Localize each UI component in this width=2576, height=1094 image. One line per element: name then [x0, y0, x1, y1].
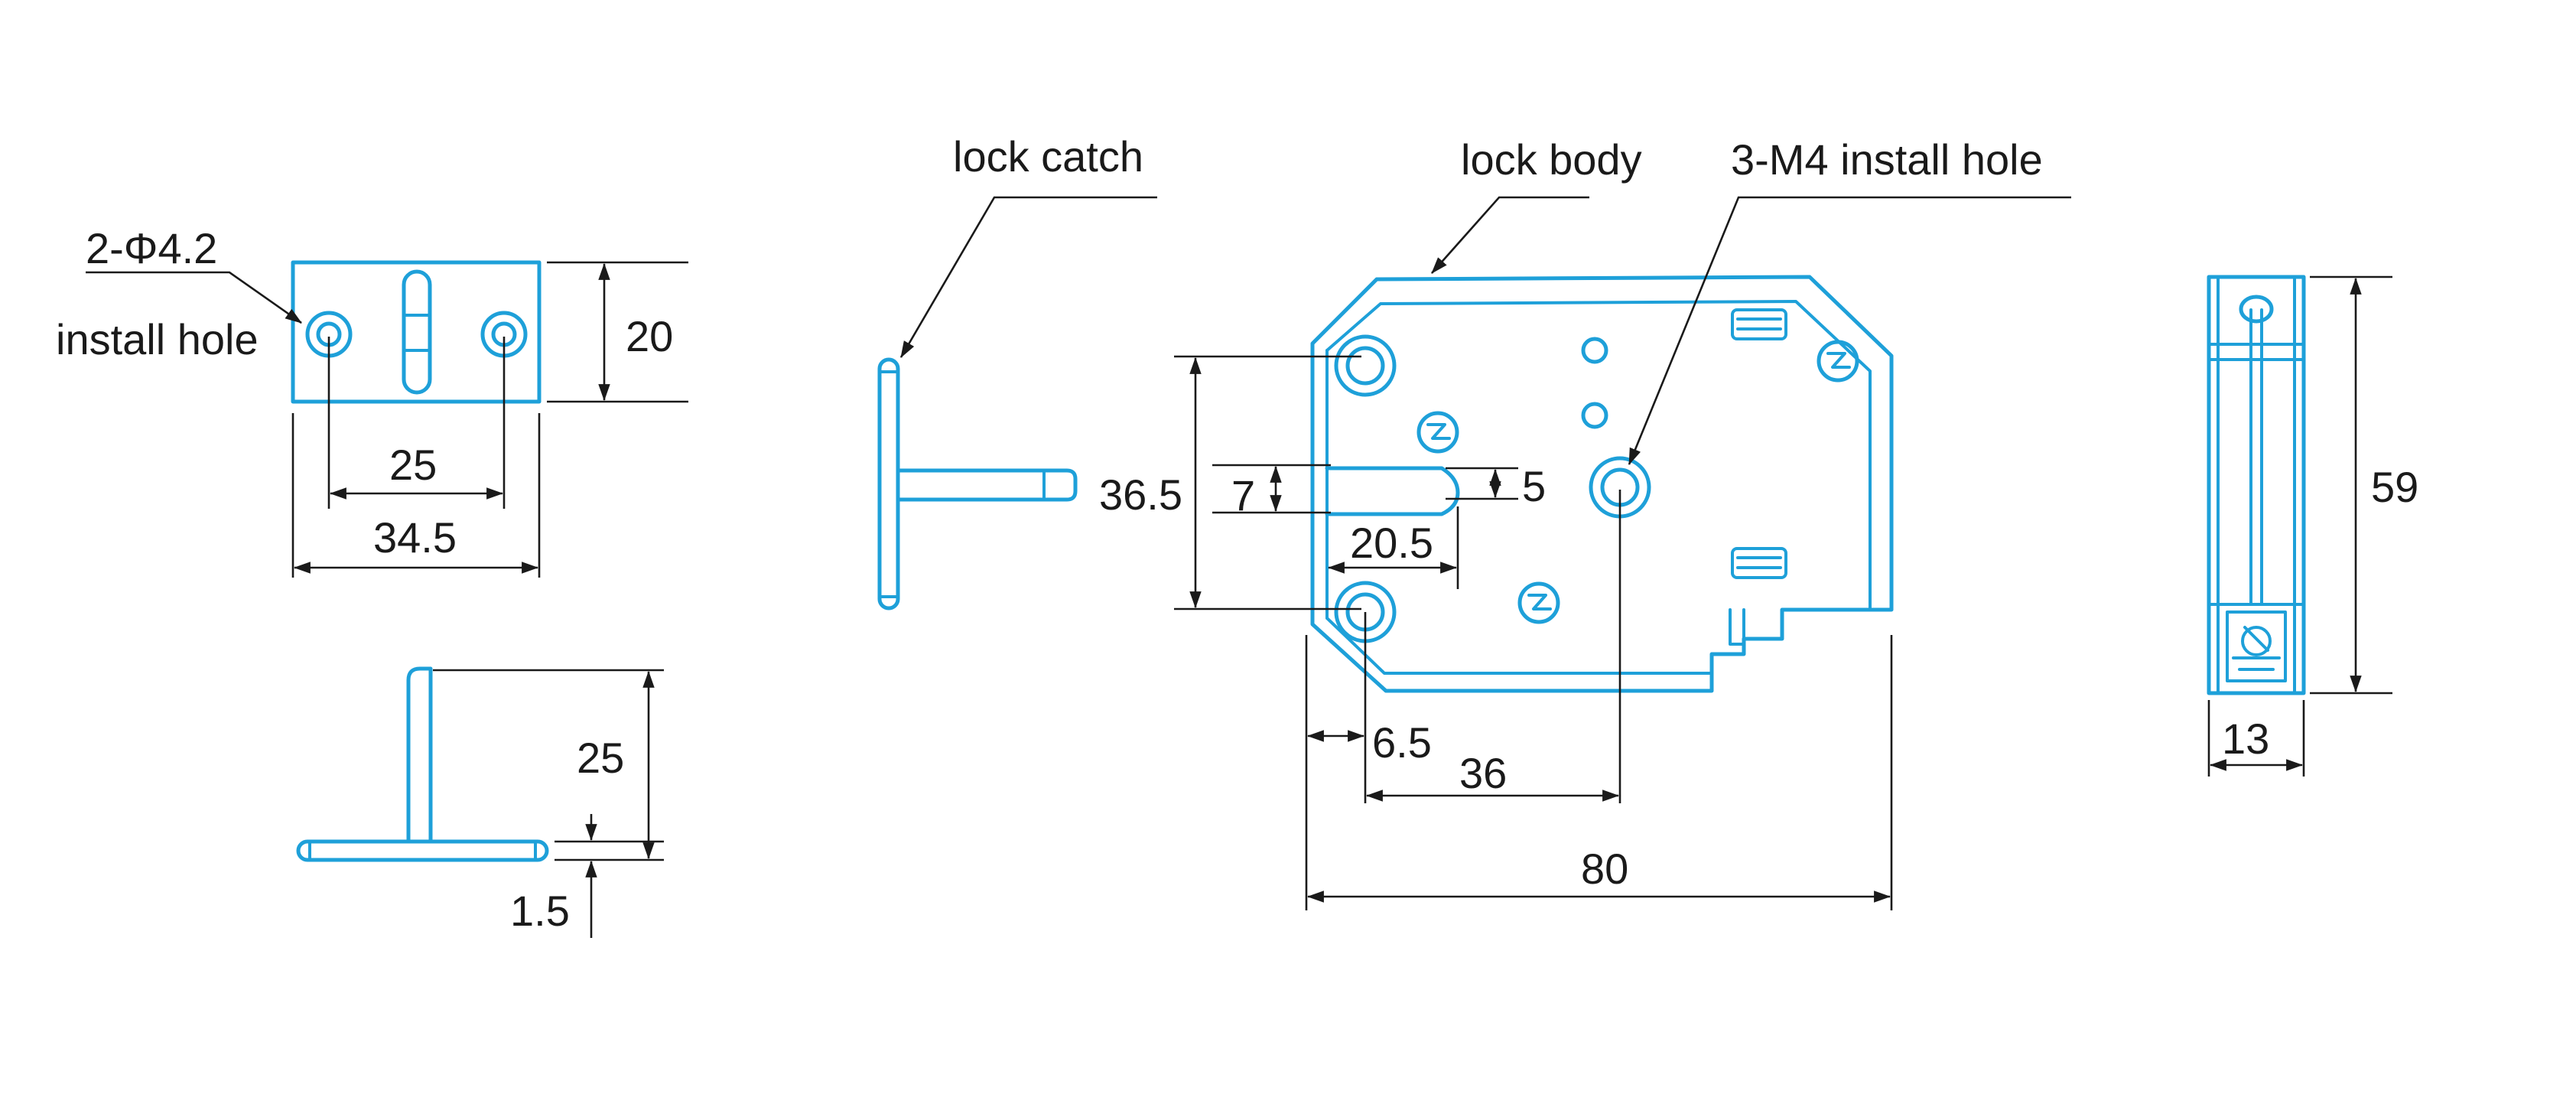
screw-top-right [1817, 340, 1859, 383]
vent-slots-bottom [1731, 547, 1787, 579]
dim-text-25: 25 [389, 441, 437, 489]
side-top-screw [2239, 295, 2274, 324]
catch-plate-front-dimensions [86, 261, 688, 578]
dim-text-20-5: 20.5 [1350, 519, 1433, 567]
dim-text-34-5: 34.5 [373, 513, 457, 562]
dim-text-25-height: 25 [577, 734, 624, 782]
small-hole-top [1581, 337, 1608, 364]
lock-catch-tongue [896, 468, 1078, 502]
dim-text-13: 13 [2222, 715, 2269, 763]
catch-plate-outline [291, 260, 542, 404]
latch-channel [1325, 466, 1460, 516]
install-hole-leader [1628, 196, 2071, 466]
dim-text-36-5: 36.5 [1099, 470, 1182, 519]
lock-body-front-view [1310, 275, 1894, 693]
lock-body-leader [1431, 196, 1589, 274]
dim-text-36: 36 [1459, 749, 1507, 797]
lock-body-label: lock body [1461, 135, 1642, 184]
side-latch-mechanism [2226, 610, 2287, 682]
side-latch-detail [2232, 626, 2281, 671]
catch-plate-side-view [296, 666, 549, 862]
lock-body-inner-edge-lower [1325, 349, 1713, 675]
dim-text-6-5: 6.5 [1372, 718, 1432, 767]
dim-text-20: 20 [626, 312, 673, 360]
side-latch-pin [2241, 626, 2272, 656]
lock-body-inner-edge [1325, 300, 1872, 609]
lock-catch-profile [877, 357, 1078, 610]
catch-hole-spec-label: 2-Φ4.2 [86, 224, 217, 272]
small-hole-middle [1581, 402, 1608, 429]
body-install-hole-top-inner [1345, 346, 1385, 386]
vent-slots-top [1731, 308, 1787, 340]
lock-body-outer-outline [1310, 275, 1894, 693]
body-install-hole-top [1334, 334, 1397, 397]
catch-plate-side-dimensions [433, 669, 664, 938]
screw-bottom [1517, 581, 1560, 624]
catch-hole-label: install hole [56, 315, 259, 363]
catch-tongue [406, 666, 433, 844]
dim-text-59: 59 [2371, 463, 2418, 511]
dim-text-1-5: 1.5 [510, 887, 570, 935]
lock-body-side-view [2207, 275, 2306, 695]
lock-catch-plate [877, 357, 900, 610]
wire-outlet [1729, 608, 1745, 646]
dim-text-80: 80 [1581, 845, 1628, 893]
catch-base [296, 839, 549, 862]
dim-text-7: 7 [1231, 471, 1255, 519]
lock-body-side-dimensions [2207, 275, 2392, 777]
side-outline [2207, 275, 2306, 695]
dim-text-5: 5 [1522, 462, 1546, 510]
screw-mid-left [1416, 411, 1459, 454]
text-labels: 2-Φ4.2 install hole 20 25 34.5 25 1.5 lo… [56, 132, 2418, 935]
hole-leader [86, 271, 302, 324]
lock-catch-label: lock catch [953, 132, 1143, 181]
catch-center-slot [402, 269, 432, 395]
install-hole-callout-label: 3-M4 install hole [1731, 135, 2043, 184]
lock-catch-leader [899, 196, 1157, 358]
lock-body-front-dimensions [1174, 196, 2071, 910]
